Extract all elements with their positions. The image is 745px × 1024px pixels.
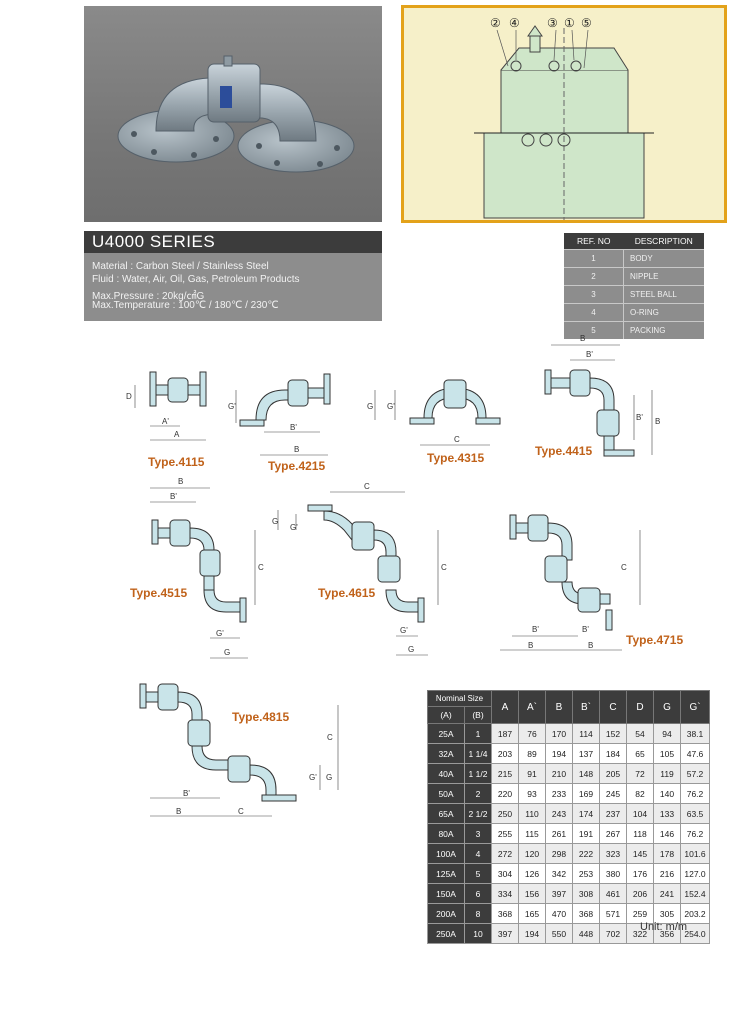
ref-header-no: REF. NO [564,233,624,250]
svg-text:B: B [176,807,181,816]
svg-text:G': G' [400,626,408,635]
type-4515-diagram: B B' C G' G [150,477,264,659]
callout-3: ③ [547,16,558,30]
svg-text:G: G [326,773,332,782]
callout-1: ① [564,16,575,30]
svg-text:G': G' [228,402,236,411]
svg-text:B': B' [290,423,297,432]
type-4615-label: Type.4615 [318,586,376,600]
spec-temperature: Max.Temperature : 100℃ / 180℃ / 230℃ [92,300,279,311]
svg-text:A': A' [162,417,169,426]
svg-text:G': G' [290,523,298,532]
svg-text:G': G' [309,773,317,782]
product-photo [84,6,382,222]
callout-4: ④ [509,16,520,30]
type-4315-label: Type.4315 [427,451,485,465]
svg-text:B: B [655,417,660,426]
callout-2: ② [490,16,501,30]
svg-text:C: C [258,563,264,572]
spec-material: Material : Carbon Steel / Stainless Stee… [92,261,269,272]
size-header: Nominal Size [427,690,492,707]
svg-text:B': B' [586,350,593,359]
svg-text:B: B [528,641,533,650]
section-drawing: ② ④ ③ ① ⑤ [401,5,727,223]
type-4215-label: Type.4215 [268,459,326,473]
type-diagrams: .p { fill:#c9e4e9; stroke:#333; stroke-w… [126,334,660,817]
type-4415-diagram: B B' B B' [544,334,660,457]
svg-text:C: C [454,435,460,444]
type-4215-diagram: G' B' B [228,373,331,456]
type-4815-diagram: C G' G B' B C [139,683,339,817]
type-4515-label: Type.4515 [130,586,188,600]
svg-text:C: C [364,482,370,491]
svg-text:B': B' [183,789,190,798]
type-4615-diagram: C G G' C G' G [272,482,447,656]
svg-text:G': G' [387,402,395,411]
svg-text:G: G [367,402,373,411]
ref-header-desc: DESCRIPTION [623,233,704,250]
svg-text:G': G' [216,629,224,638]
type-4715-diagram: C B' B' B B [500,514,641,651]
svg-text:C: C [238,807,244,816]
svg-text:G: G [224,648,230,657]
spec-pressure: Max.Pressure : 20kg/㎠G [92,291,205,302]
unit-note: Unit: m/m [640,921,688,933]
svg-text:G: G [408,645,414,654]
type-4415-label: Type.4415 [535,444,593,458]
dimension-table: Nominal Size A A` B B` C D G G` (A) (B) … [427,690,710,944]
spec-fluid: Fluid : Water, Air, Oil, Gas, Petroleum … [92,274,300,285]
svg-text:C: C [441,563,447,572]
series-title: U4000 SERIES [92,232,216,251]
svg-text:G: G [272,517,278,526]
spec-box [84,253,382,321]
svg-text:C: C [327,733,333,742]
series-header-bar [84,231,382,253]
svg-text:D: D [126,392,132,401]
svg-text:B: B [294,445,299,454]
svg-text:B: B [580,334,585,343]
callout-5: ⑤ [581,16,592,30]
type-4815-label: Type.4815 [232,710,290,724]
type-4715-label: Type.4715 [626,633,684,647]
svg-text:B: B [588,641,593,650]
svg-text:A: A [174,430,180,439]
type-4315-diagram: G G' C [367,379,501,446]
svg-text:B': B' [582,625,589,634]
svg-text:C: C [621,563,627,572]
svg-text:B': B' [170,492,177,501]
type-4115-label: Type.4115 [148,455,205,469]
svg-text:B': B' [636,413,643,422]
svg-text:B: B [178,477,183,486]
svg-text:B': B' [532,625,539,634]
type-4115-diagram: D A A' [126,371,207,441]
